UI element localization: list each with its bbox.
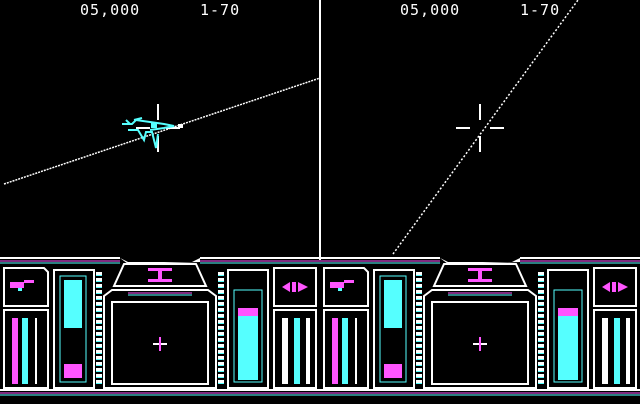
fuel-level-bar (64, 364, 82, 378)
level-right: 1-70 (520, 1, 561, 19)
crosshair-icon (456, 104, 504, 152)
fuel-level-bar (384, 364, 402, 378)
shield-level-bar (238, 316, 258, 380)
cockpit-right (320, 257, 640, 396)
missile-icon (10, 280, 34, 291)
radar-plus-icon (473, 337, 487, 351)
radar-screen (111, 301, 209, 385)
radar-plus-icon (153, 337, 167, 351)
gauge-marker (238, 308, 258, 316)
score-right: 05,000 (400, 1, 461, 19)
gauge-cyan (384, 280, 402, 328)
bullet (178, 124, 183, 128)
cockpit-panels (0, 257, 640, 396)
enemy-jet-icon (122, 117, 175, 149)
h-shaped-icon (468, 268, 492, 282)
cockpit-left (0, 257, 320, 396)
twin-arrows-icon (282, 282, 308, 292)
twin-arrows-icon (602, 282, 628, 292)
missile-icon (330, 280, 354, 291)
gauge-cyan (64, 280, 82, 328)
shield-level-bar (558, 316, 578, 380)
h-shaped-icon (148, 268, 172, 282)
horizon-line (3, 77, 321, 185)
score-left: 05,000 (80, 1, 141, 19)
left-viewport (3, 77, 321, 185)
horizon-line (392, 0, 579, 255)
gauge-marker (558, 308, 578, 316)
right-viewport (392, 0, 579, 255)
level-left: 1-70 (200, 1, 241, 19)
